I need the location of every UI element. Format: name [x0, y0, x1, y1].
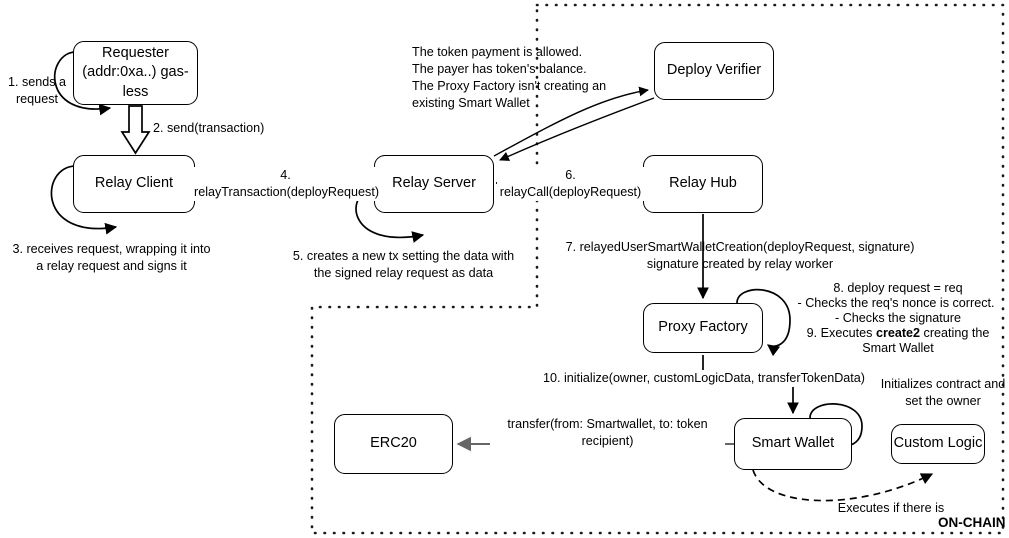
node-proxy-factory[interactable]: Proxy Factory — [643, 303, 763, 353]
node-custom-logic-label: Custom Logic — [893, 435, 983, 452]
note-executes-if-there-is: Executes if there is — [837, 501, 945, 515]
on-chain-label: ON-CHAIN — [938, 515, 1006, 530]
note-factory-check-signature: - Checks the signature — [835, 311, 961, 325]
on-chain-boundary — [310, 3, 1005, 535]
note-factory-check-nonce: - Checks the req's nonce is correct. — [797, 296, 995, 310]
node-deploy-verifier[interactable]: Deploy Verifier — [654, 42, 774, 100]
node-deploy-verifier-label: Deploy Verifier — [666, 62, 762, 79]
node-smart-wallet-label: Smart Wallet — [751, 435, 835, 452]
note-executes-prefix: 9. Executes — [806, 326, 876, 340]
note-creates-tx: 5. creates a new tx setting the data wit… — [292, 249, 515, 280]
note-initializes-contract: Initializes contract and set the owner — [880, 377, 1006, 408]
edge-label-send-transaction: 2. send(transaction) — [153, 120, 293, 137]
node-relay-hub[interactable]: Relay Hub — [643, 155, 763, 213]
note-factory-smart-wallet: Smart Wallet — [862, 341, 934, 355]
connector-deploy-verifier-to-relay-server — [499, 97, 655, 161]
note-factory-deploy-request: 8. deploy request = req — [833, 281, 963, 295]
connector-relay-client-self — [50, 165, 118, 235]
node-relay-server[interactable]: Relay Server — [374, 155, 494, 213]
node-erc20-label: ERC20 — [370, 435, 417, 452]
node-smart-wallet[interactable]: Smart Wallet — [734, 418, 852, 470]
note-relayed-creation: 7. relayedUserSmartWalletCreation(deploy… — [565, 240, 915, 271]
node-requester[interactable]: Requester (addr:0xa..) gas-less — [73, 41, 198, 105]
node-relay-client[interactable]: Relay Client — [73, 155, 195, 213]
connector-smart-wallet-to-custom-logic — [752, 469, 934, 502]
connector-requester-to-relay-client — [120, 105, 151, 155]
node-relay-client-label: Relay Client — [94, 175, 174, 192]
note-verifier-conditions: The token payment is allowed. The payer … — [412, 45, 607, 110]
edge-label-relay-call: 6. relayCall(deployRequest) — [497, 167, 644, 201]
connector-requester-self — [54, 51, 112, 116]
edge-label-initialize: 10. initialize(owner, customLogicData, t… — [539, 370, 869, 387]
edge-label-relay-transaction: 4. relayTransaction(deployRequest) — [194, 167, 380, 201]
note-executes-create2-keyword: create2 — [875, 326, 921, 340]
note-factory-executes-create2: 9. Executes create2 creating the — [793, 325, 1003, 342]
note-sends-request: 1. sends a request — [7, 75, 67, 106]
node-relay-hub-label: Relay Hub — [669, 175, 737, 192]
node-relay-server-label: Relay Server — [392, 175, 476, 192]
node-erc20[interactable]: ERC20 — [334, 414, 453, 474]
connector-relay-server-to-deploy-verifier — [493, 86, 649, 157]
node-requester-label: Requester (addr:0xa..) gas-less — [82, 45, 189, 100]
node-proxy-factory-label: Proxy Factory — [658, 319, 748, 336]
node-custom-logic[interactable]: Custom Logic — [891, 424, 985, 464]
edge-label-transfer: transfer(from: Smartwallet, to: token re… — [490, 416, 725, 450]
note-receives-request: 3. receives request, wrapping it into a … — [12, 242, 211, 273]
connector-proxy-factory-self — [736, 288, 791, 357]
note-executes-suffix: creating the — [920, 326, 990, 340]
